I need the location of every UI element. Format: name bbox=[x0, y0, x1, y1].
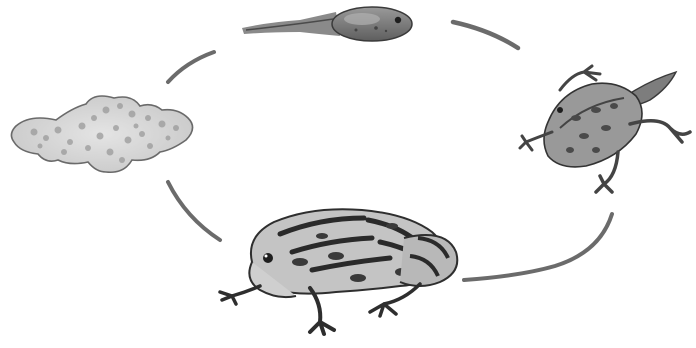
cycle-arrow-froglet-to-adult bbox=[464, 214, 612, 280]
cycle-arrow-adult-to-egg bbox=[168, 182, 220, 240]
adult-frog bbox=[220, 209, 457, 334]
froglet bbox=[520, 66, 690, 192]
cycle-arrow-tadpole-to-froglet bbox=[453, 22, 518, 48]
egg-mass bbox=[11, 96, 192, 172]
tadpole bbox=[242, 7, 412, 41]
cycle-arrow-egg-to-tadpole bbox=[168, 52, 214, 82]
